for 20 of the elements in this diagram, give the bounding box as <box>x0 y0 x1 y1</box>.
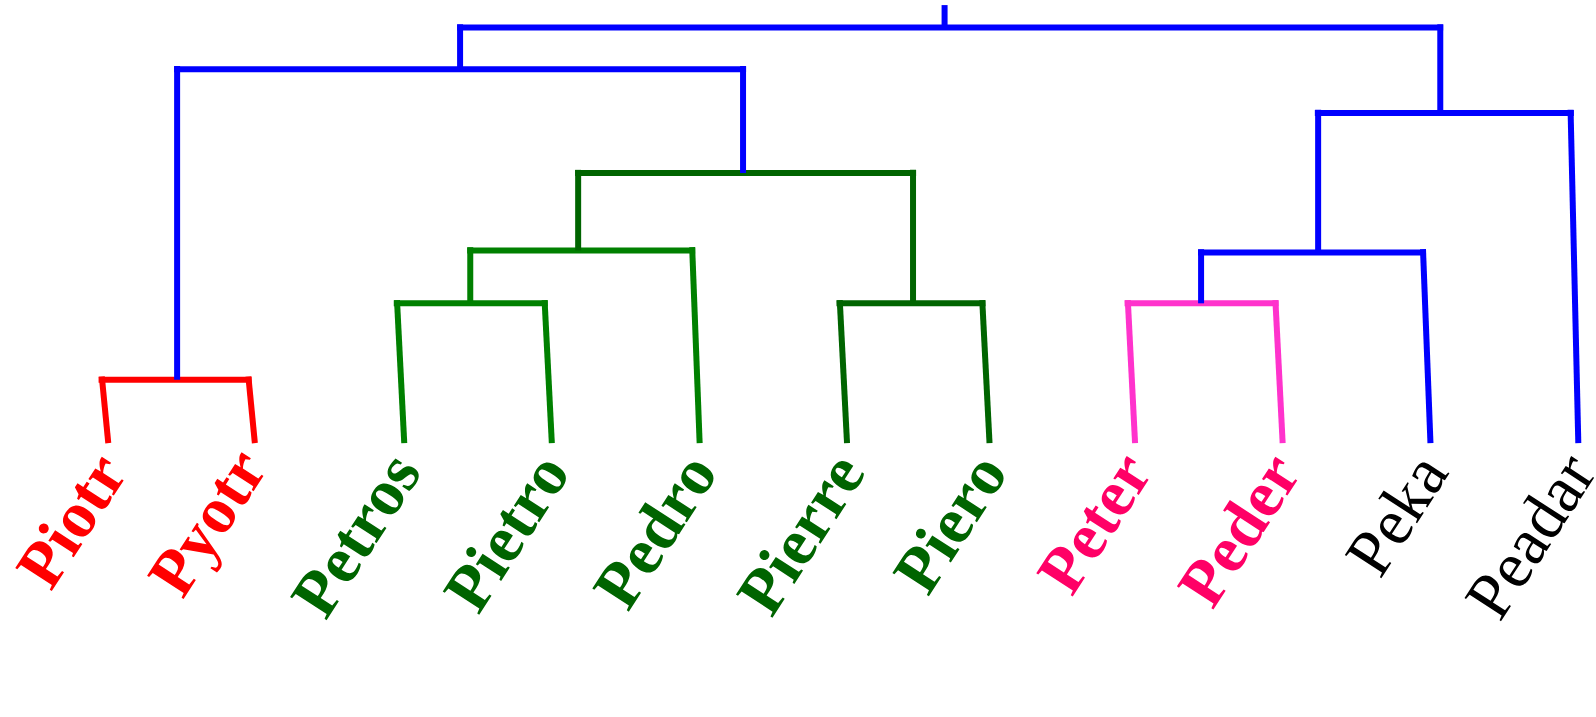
tree-branch <box>467 247 474 304</box>
tree-branch <box>979 300 993 444</box>
tree-branch <box>836 300 850 444</box>
tree-branch <box>394 300 408 444</box>
tree-branch <box>689 247 703 444</box>
tree-branch <box>910 170 917 304</box>
tree-branch <box>245 376 258 444</box>
tree-branch <box>1315 110 1322 253</box>
tree-branch <box>941 5 948 28</box>
tree-branch <box>1272 300 1286 444</box>
tree-branch <box>174 66 181 380</box>
tree-branch <box>98 376 112 444</box>
tree-branch <box>575 170 582 251</box>
tree-branch <box>740 66 747 174</box>
tree-branch <box>1420 249 1434 444</box>
tree-branch <box>457 24 464 70</box>
tree-branch <box>541 300 555 444</box>
tree-branch <box>1124 300 1139 444</box>
tree-branch <box>1567 109 1582 444</box>
tree-branch <box>1198 249 1205 304</box>
